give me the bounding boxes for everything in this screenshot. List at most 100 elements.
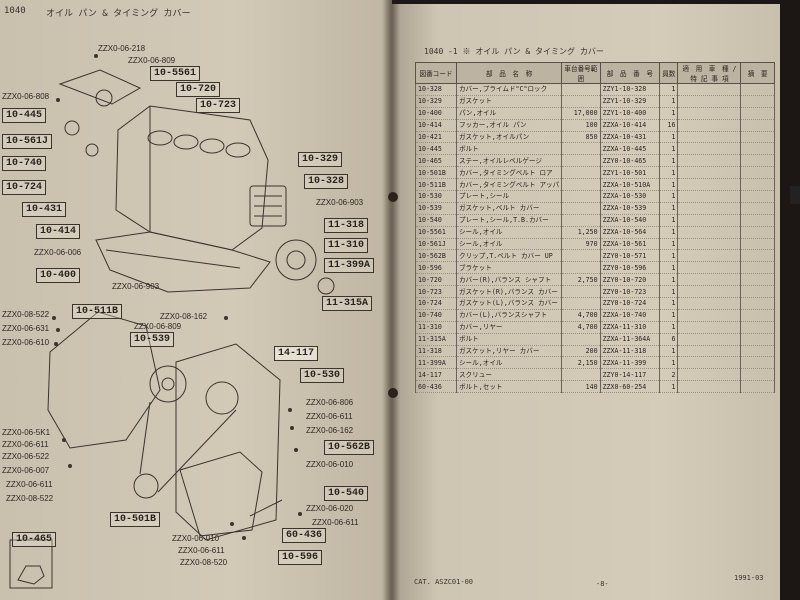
cell-part-number: ZZY0-14-117 — [599, 368, 661, 382]
cell-remarks — [740, 178, 775, 192]
column-header: 適 用 車 種 / 特 記 事 項 — [677, 62, 742, 84]
cell-remarks — [740, 226, 775, 239]
cell-range: 17,000 — [561, 107, 601, 120]
cell-application — [677, 297, 742, 310]
cell-part-number: ZZX0-60-254 — [599, 380, 661, 394]
cell-remarks — [740, 285, 775, 299]
cylinder-bore — [225, 142, 251, 158]
cell-application — [677, 83, 742, 96]
callout-box: 60-436 — [282, 528, 327, 543]
cell-code: 10-5561 — [415, 226, 457, 239]
cell-remarks — [740, 142, 775, 156]
cell-code: 10-740 — [415, 309, 457, 322]
cell-code: 10-530 — [415, 190, 457, 203]
callout-box: 10-328 — [304, 174, 349, 189]
cell-quantity: 1 — [659, 131, 679, 144]
cell-name: プレート,シール,T.B.カバー — [455, 214, 563, 227]
cell-part-number: ZZXA-10-740 — [599, 309, 661, 322]
cell-range — [561, 154, 601, 168]
cell-quantity: 1 — [659, 309, 679, 322]
cell-name: プレート,シール — [455, 190, 563, 203]
callout-label: ZZX0-06-020 — [306, 504, 354, 513]
oil-cooler-body — [249, 185, 287, 227]
cell-quantity: 1 — [659, 345, 679, 358]
column-header: 車台番号範囲 — [561, 62, 601, 84]
cell-part-number: ZZXA-10-510A — [599, 178, 661, 192]
cell-remarks — [740, 131, 775, 144]
cell-range — [561, 83, 601, 96]
callout-box: 10-400 — [36, 268, 81, 283]
cell-application — [677, 142, 742, 156]
cell-code: 10-720 — [415, 273, 457, 287]
cell-application — [677, 356, 742, 370]
gasket-ring — [85, 143, 99, 157]
cell-quantity: 2 — [659, 368, 679, 382]
cell-application — [677, 285, 742, 299]
cell-range: 1,250 — [561, 226, 601, 239]
cell-part-number: ZZXA-10-539 — [599, 202, 661, 215]
cell-name: フッカー,オイル パン — [455, 119, 563, 132]
cell-range: 4,700 — [561, 309, 601, 322]
cell-range — [561, 249, 601, 263]
cell-range: 140 — [561, 380, 601, 394]
cylinder-bore — [173, 134, 199, 150]
cell-application — [677, 333, 742, 346]
callout-box: 11-399A — [324, 258, 375, 273]
cell-part-number: ZZXA-10-431 — [599, 131, 661, 144]
cylinder-bore — [147, 130, 173, 146]
cell-part-number: ZZY1-10-400 — [599, 107, 661, 120]
cell-range — [561, 95, 601, 108]
cell-name: ブラケット — [455, 261, 563, 275]
oil-cooler-fins — [254, 195, 282, 217]
parts-table: 図番コード 部 品 名 称 車台番号範囲 部 品 番 号 員数 適 用 車 種 … — [415, 62, 775, 394]
callout-box: 10-723 — [196, 98, 241, 113]
cell-quantity: 1 — [659, 321, 679, 334]
cell-application — [677, 214, 742, 227]
cell-remarks — [740, 107, 775, 120]
cell-application — [677, 273, 742, 287]
column-header: 摘 要 — [740, 62, 775, 84]
cell-quantity: 1 — [659, 190, 679, 203]
cell-name: ガスケット,リヤー カバー — [455, 345, 563, 358]
exploded-view-drawing — [9, 54, 335, 589]
cell-part-number: ZZY0-10-596 — [599, 261, 661, 275]
cell-quantity: 1 — [659, 273, 679, 287]
cell-name: カバー(R),バランス シャフト — [455, 273, 563, 287]
cell-range — [561, 202, 601, 215]
cell-code: 14-117 — [415, 368, 457, 382]
cell-code: 10-501B — [415, 166, 457, 180]
cell-remarks — [740, 309, 775, 322]
cell-quantity: 1 — [659, 226, 679, 239]
cell-name: ガスケット — [455, 95, 563, 108]
callout-label: ZZX0-06-611 — [312, 518, 359, 527]
cell-quantity: 1 — [659, 83, 679, 96]
cell-name: シール,オイル — [455, 238, 563, 251]
right-page-header: 1040 -1 ※ オイル パン & タイミング カバー — [424, 47, 604, 56]
column-header: 部 品 番 号 — [599, 62, 661, 84]
callout-box: 11-318 — [324, 218, 369, 233]
cell-name: ガスケット,オイルパン — [455, 131, 563, 144]
cell-application — [677, 131, 742, 144]
cell-name: シール,オイル — [455, 356, 563, 370]
left-page-number: 1040 — [4, 6, 26, 16]
callout-box: 10-530 — [300, 368, 345, 383]
callout-label: ZZX0-06-631 — [2, 324, 50, 333]
cell-remarks — [740, 321, 775, 334]
cell-application — [677, 380, 742, 394]
cell-quantity: 1 — [659, 202, 679, 215]
cell-range — [561, 333, 601, 346]
cell-quantity: 1 — [659, 356, 679, 370]
cell-remarks — [740, 345, 775, 358]
cell-code: 10-539 — [415, 202, 457, 215]
callout-box: 10-501B — [110, 512, 161, 527]
cell-part-number: ZZXA-10-445 — [599, 142, 661, 156]
cell-application — [677, 107, 742, 120]
cell-quantity: 1 — [659, 238, 679, 251]
callout-box: 10-539 — [130, 332, 175, 347]
